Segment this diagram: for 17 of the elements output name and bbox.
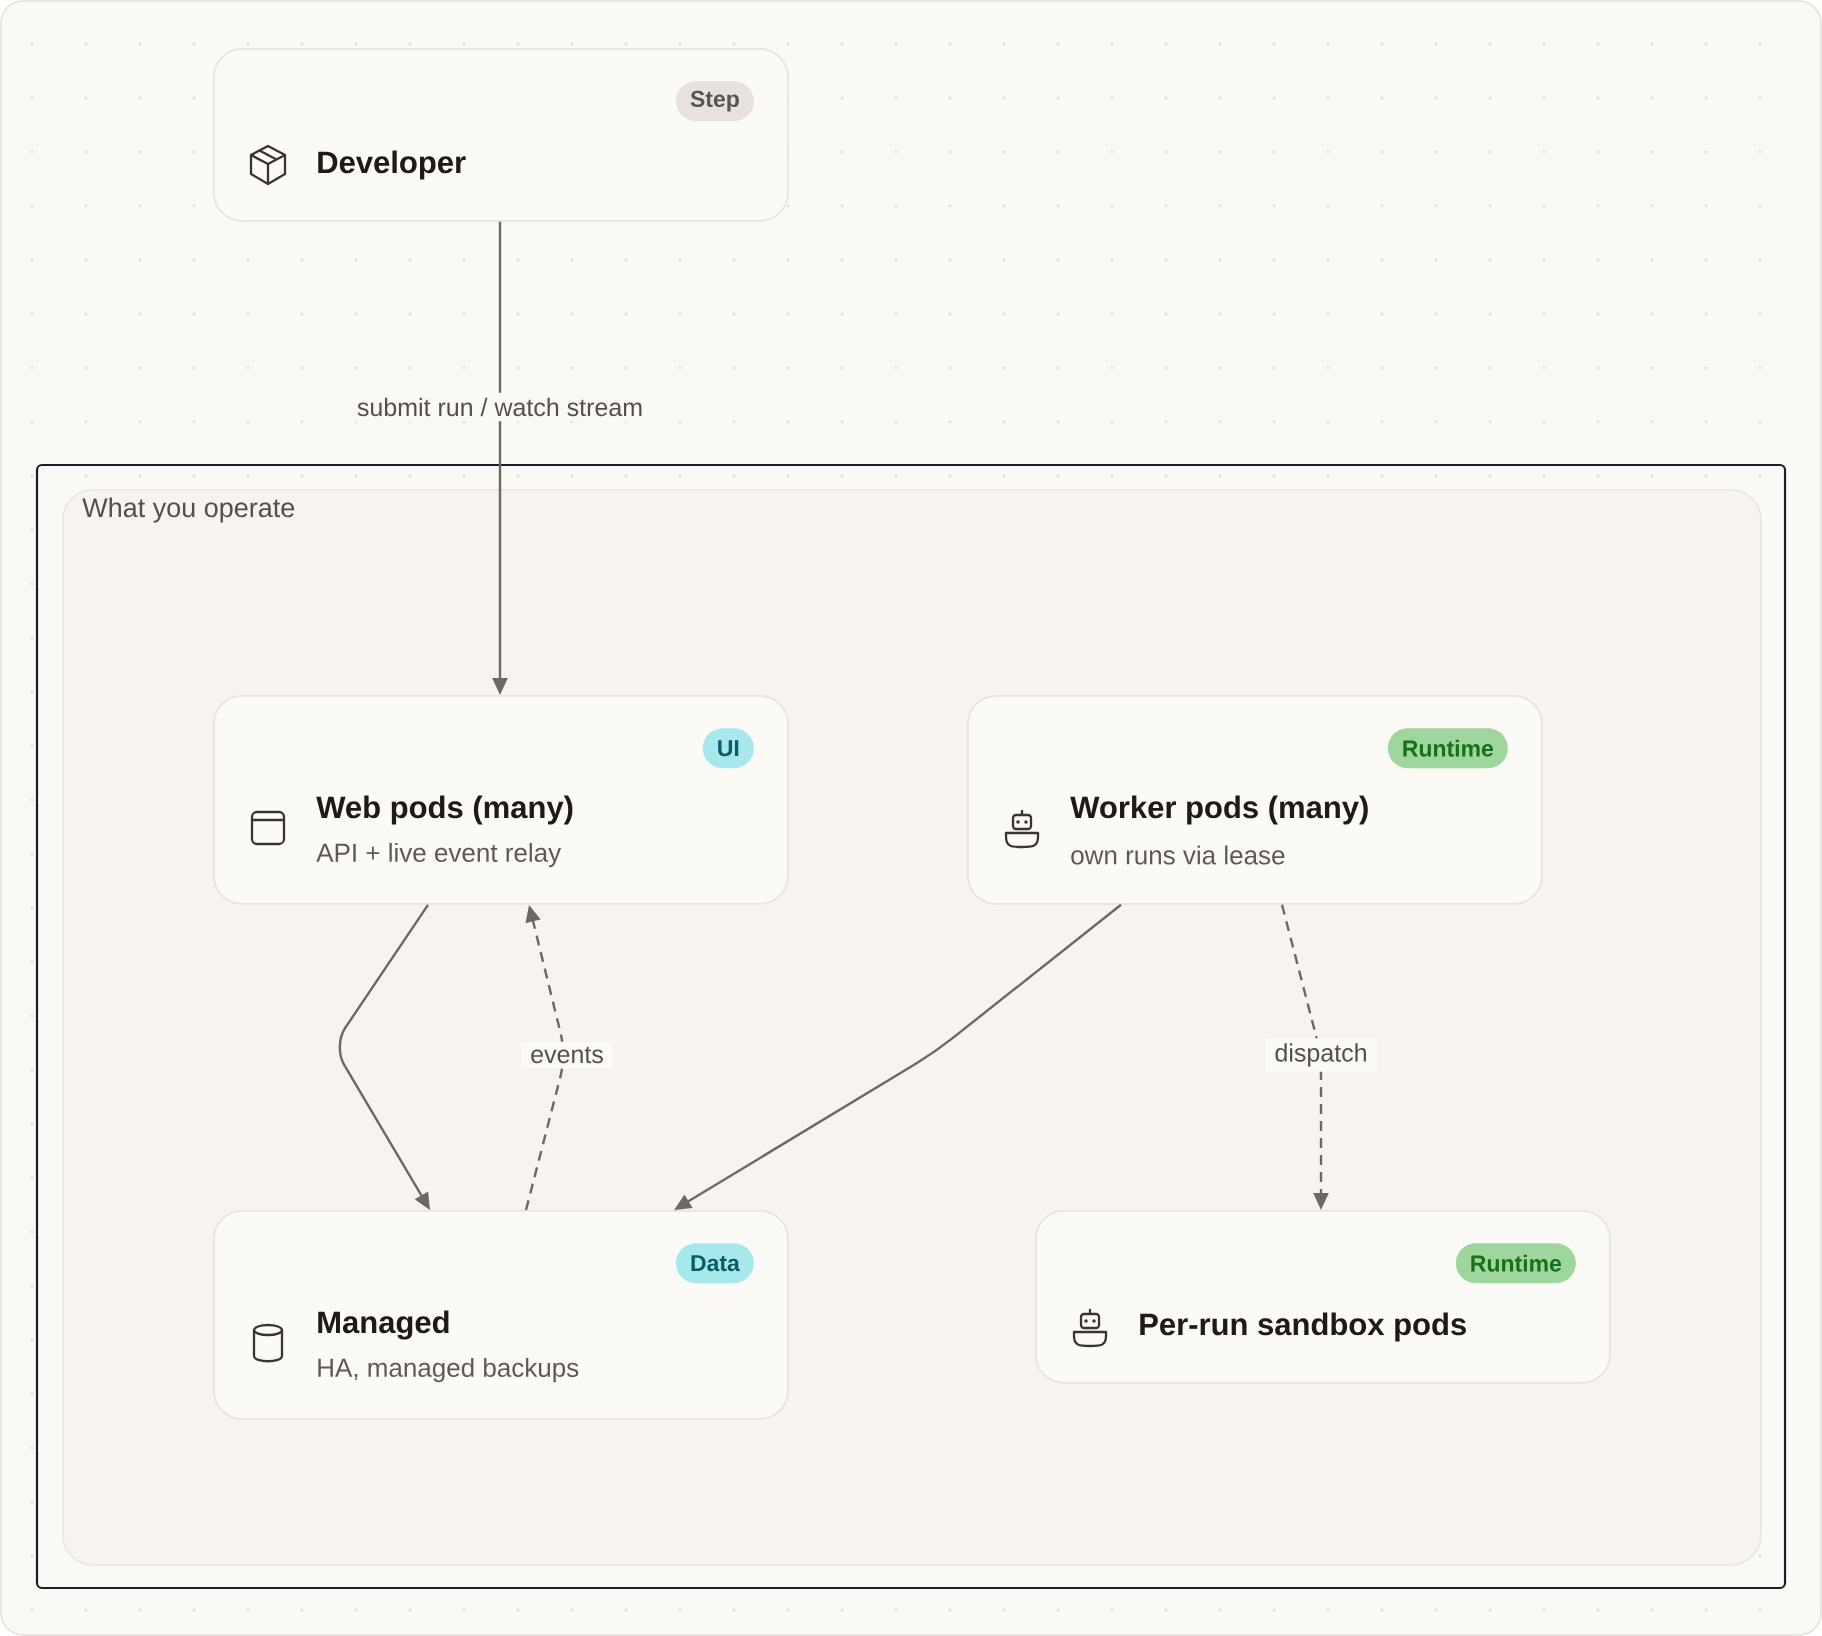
badge: Data: [675, 1243, 754, 1284]
node-title: Managed: [318, 1310, 449, 1340]
node-title: Web pods (many): [316, 795, 573, 825]
node-title: Worker pods (many): [1070, 795, 1368, 825]
node-subtitle: own runs via lease: [1071, 845, 1285, 865]
group-label: What you operate: [82, 497, 295, 523]
edge-label: events: [521, 1041, 613, 1069]
badge: Step: [675, 81, 754, 122]
node-title: Per-run sandbox pods: [1140, 1312, 1466, 1342]
badge: Runtime: [1387, 728, 1508, 769]
node-subtitle: API + live event relay: [316, 842, 562, 868]
edge-label: submit run / watch stream: [347, 392, 653, 422]
badge: UI: [702, 728, 754, 769]
edge-label: dispatch: [1265, 1038, 1377, 1072]
node-title: Developer: [318, 150, 466, 180]
node-subtitle: HA, managed backups: [318, 1357, 579, 1383]
badge: Runtime: [1455, 1243, 1576, 1284]
